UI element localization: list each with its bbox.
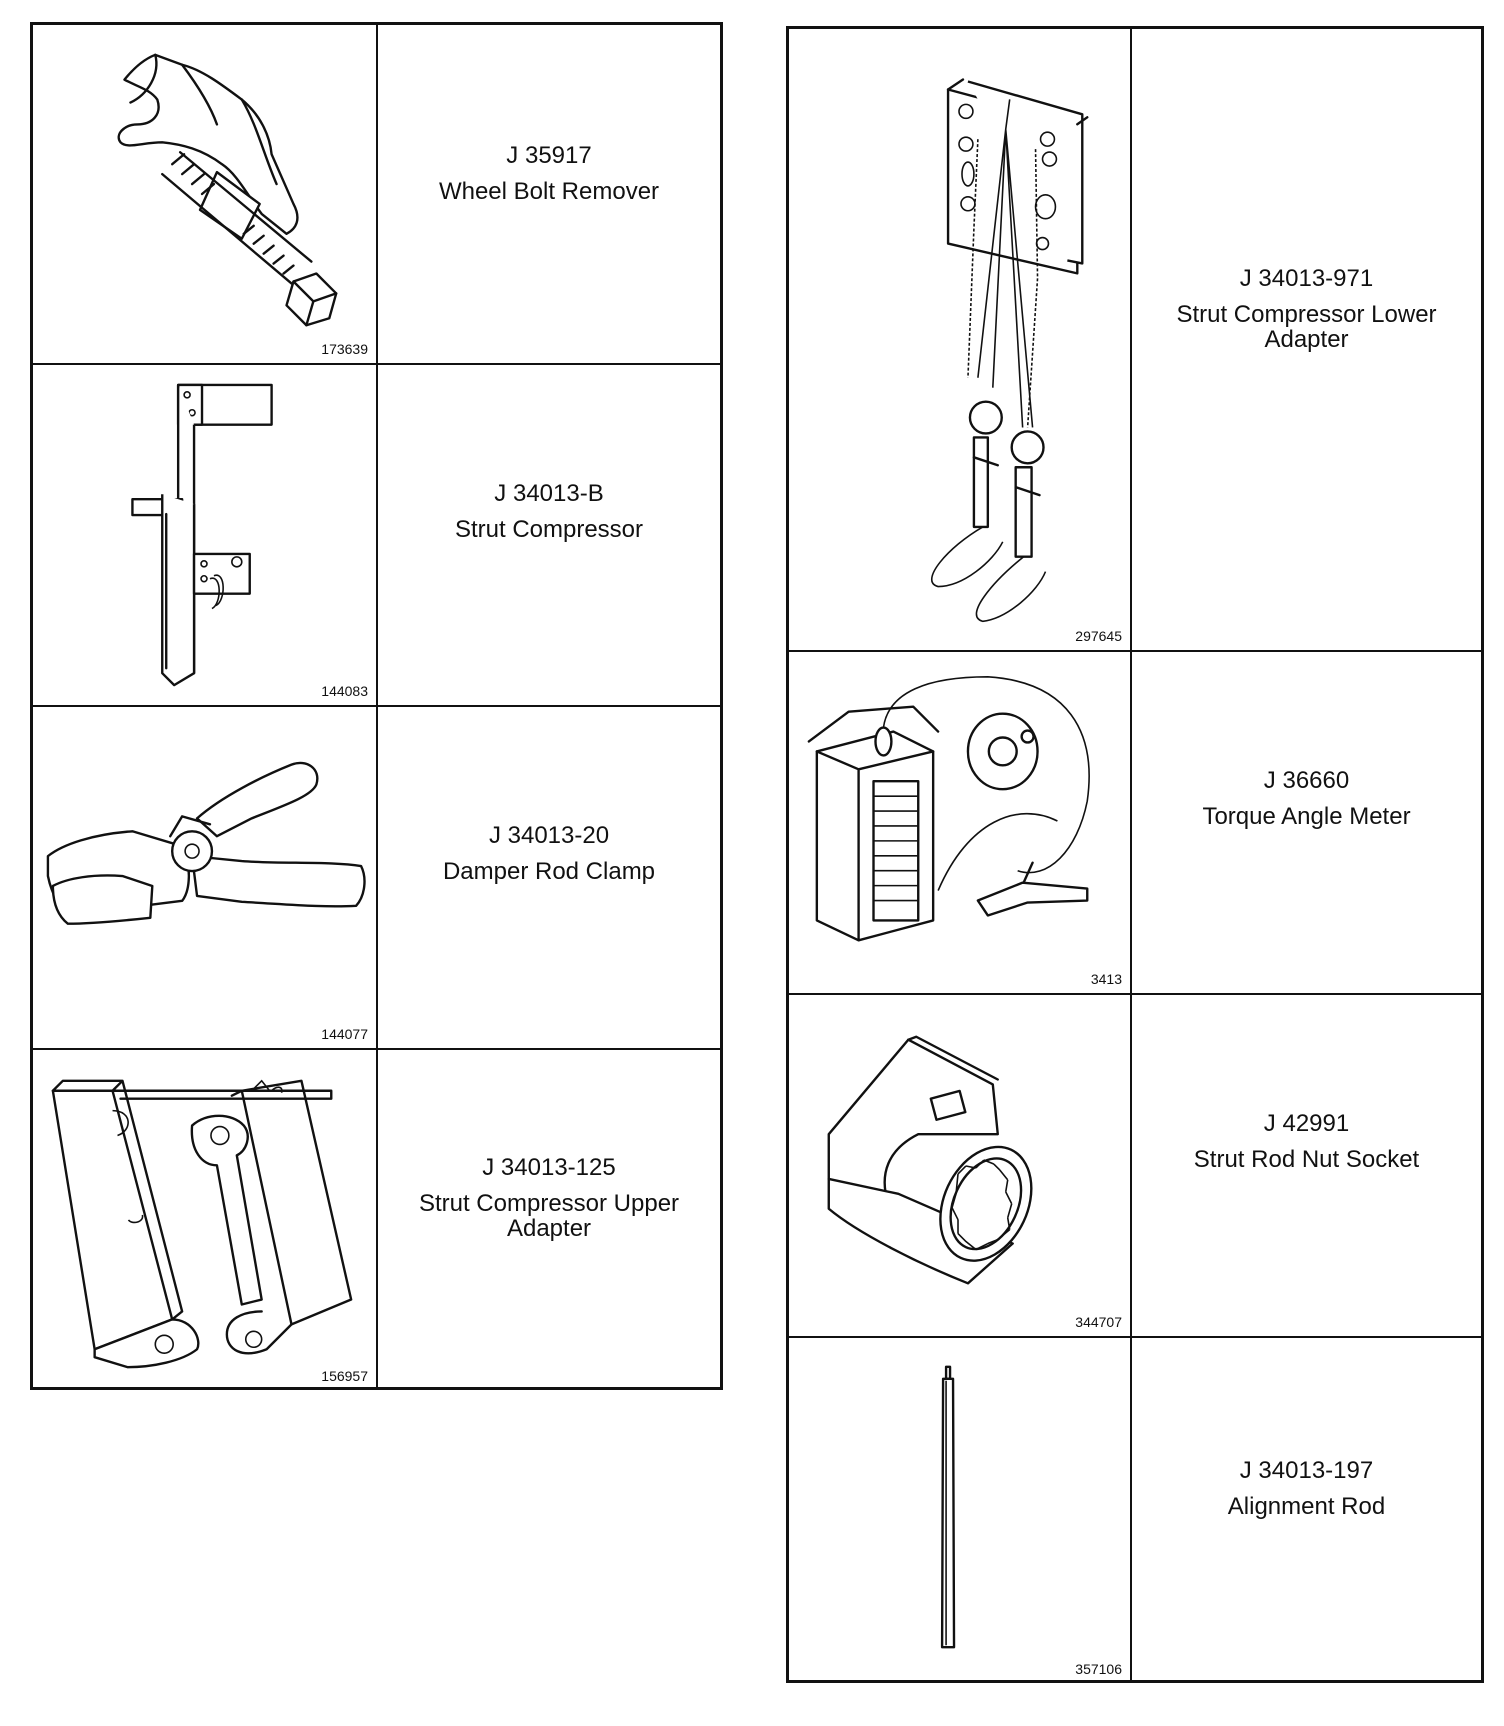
tool-description: J 34013-971 Strut Compressor Lower Adapt… [1147,265,1467,353]
tool-description: J 34013-197 Alignment Rod [1147,1456,1467,1520]
figure-number: 173639 [321,341,368,357]
tool-description: J 34013-20 Damper Rod Clamp [389,821,709,885]
part-number: J 34013-20 [488,821,610,849]
tool-illustration-cell: 144083 [33,365,378,705]
tool-description: J 42991 Strut Rod Nut Socket [1147,1109,1467,1173]
tool-description-cell: J 36660 Torque Angle Meter [1132,652,1481,993]
figure-number: 297645 [1075,628,1122,644]
part-number: J 34013-197 [1239,1456,1374,1484]
tool-name: Alignment Rod [1227,1492,1386,1520]
tool-illustration-cell: 297645 [789,29,1132,650]
tool-name: Wheel Bolt Remover [438,178,660,205]
torque-angle-meter-icon [807,676,1090,942]
part-number: J 36660 [1263,766,1350,794]
tool-row: 357106 J 34013-197 Alignment Rod [789,1338,1481,1683]
tool-row: 173639 J 35917 Wheel Bolt Remover [33,25,720,365]
tool-row: 3413 J 36660 Torque Angle Meter [789,652,1481,995]
tool-illustration-cell: 357106 [789,1338,1132,1683]
strut-rod-nut-socket-icon [827,1035,1033,1285]
part-number: J 34013-971 [1239,265,1374,292]
tool-name: Strut Compressor Upper Adapter [418,1189,680,1242]
left-tool-table: 173639 J 35917 Wheel Bolt Remover [30,22,723,1390]
tool-name: Torque Angle Meter [1202,802,1411,830]
figure-number: 144077 [321,1026,368,1042]
wheel-bolt-remover-icon [117,53,338,327]
tool-description-cell: J 34013-125 Strut Compressor Upper Adapt… [378,1050,720,1390]
figure-number: 3413 [1090,971,1122,987]
tool-description: J 36660 Torque Angle Meter [1147,766,1467,830]
tool-row: 344707 J 42991 Strut Rod Nut Socket [789,995,1481,1338]
tool-illustration-cell: 3413 [789,652,1132,993]
upper-adapter-icon [51,1079,353,1369]
tool-description-cell: J 34013-B Strut Compressor [378,365,720,705]
tool-description: J 35917 Wheel Bolt Remover [389,142,709,205]
tool-description-cell: J 34013-20 Damper Rod Clamp [378,707,720,1048]
part-number: J 34013-B [494,479,604,507]
tool-name: Strut Rod Nut Socket [1193,1145,1420,1173]
figure-number: 156957 [321,1368,368,1384]
tool-row: 144083 J 34013-B Strut Compressor [33,365,720,707]
figure-number: 357106 [1075,1661,1122,1677]
tool-description: J 34013-125 Strut Compressor Upper Adapt… [389,1153,709,1242]
tool-illustration-cell: 156957 [33,1050,378,1390]
strut-compressor-icon [131,383,273,687]
part-number: J 42991 [1263,1109,1350,1137]
figure-number: 344707 [1075,1314,1122,1330]
figure-number: 144083 [321,683,368,699]
part-number: J 35917 [506,142,592,169]
tool-row: 156957 J 34013-125 Strut Compressor Uppe… [33,1050,720,1390]
tool-description-cell: J 42991 Strut Rod Nut Socket [1132,995,1481,1336]
tool-illustration-cell: 173639 [33,25,378,363]
damper-rod-clamp-icon [46,761,366,925]
tool-description: J 34013-B Strut Compressor [389,479,709,543]
tool-row: 144077 J 34013-20 Damper Rod Clamp [33,707,720,1050]
right-tool-table: 297645 J 34013-971 Strut Compressor Lowe… [786,26,1484,1683]
lower-adapter-icon [931,78,1089,623]
tool-illustration-cell: 144077 [33,707,378,1048]
alignment-rod-icon [940,1365,956,1649]
tool-row: 297645 J 34013-971 Strut Compressor Lowe… [789,29,1481,652]
tool-name: Strut Compressor Lower Adapter [1176,301,1437,353]
tool-description-cell: J 35917 Wheel Bolt Remover [378,25,720,363]
part-number: J 34013-125 [482,1153,616,1181]
tool-description-cell: J 34013-197 Alignment Rod [1132,1338,1481,1683]
tool-illustration-cell: 344707 [789,995,1132,1336]
tool-name: Damper Rod Clamp [442,857,656,885]
tool-name: Strut Compressor [454,515,644,543]
tool-description-cell: J 34013-971 Strut Compressor Lower Adapt… [1132,29,1481,650]
